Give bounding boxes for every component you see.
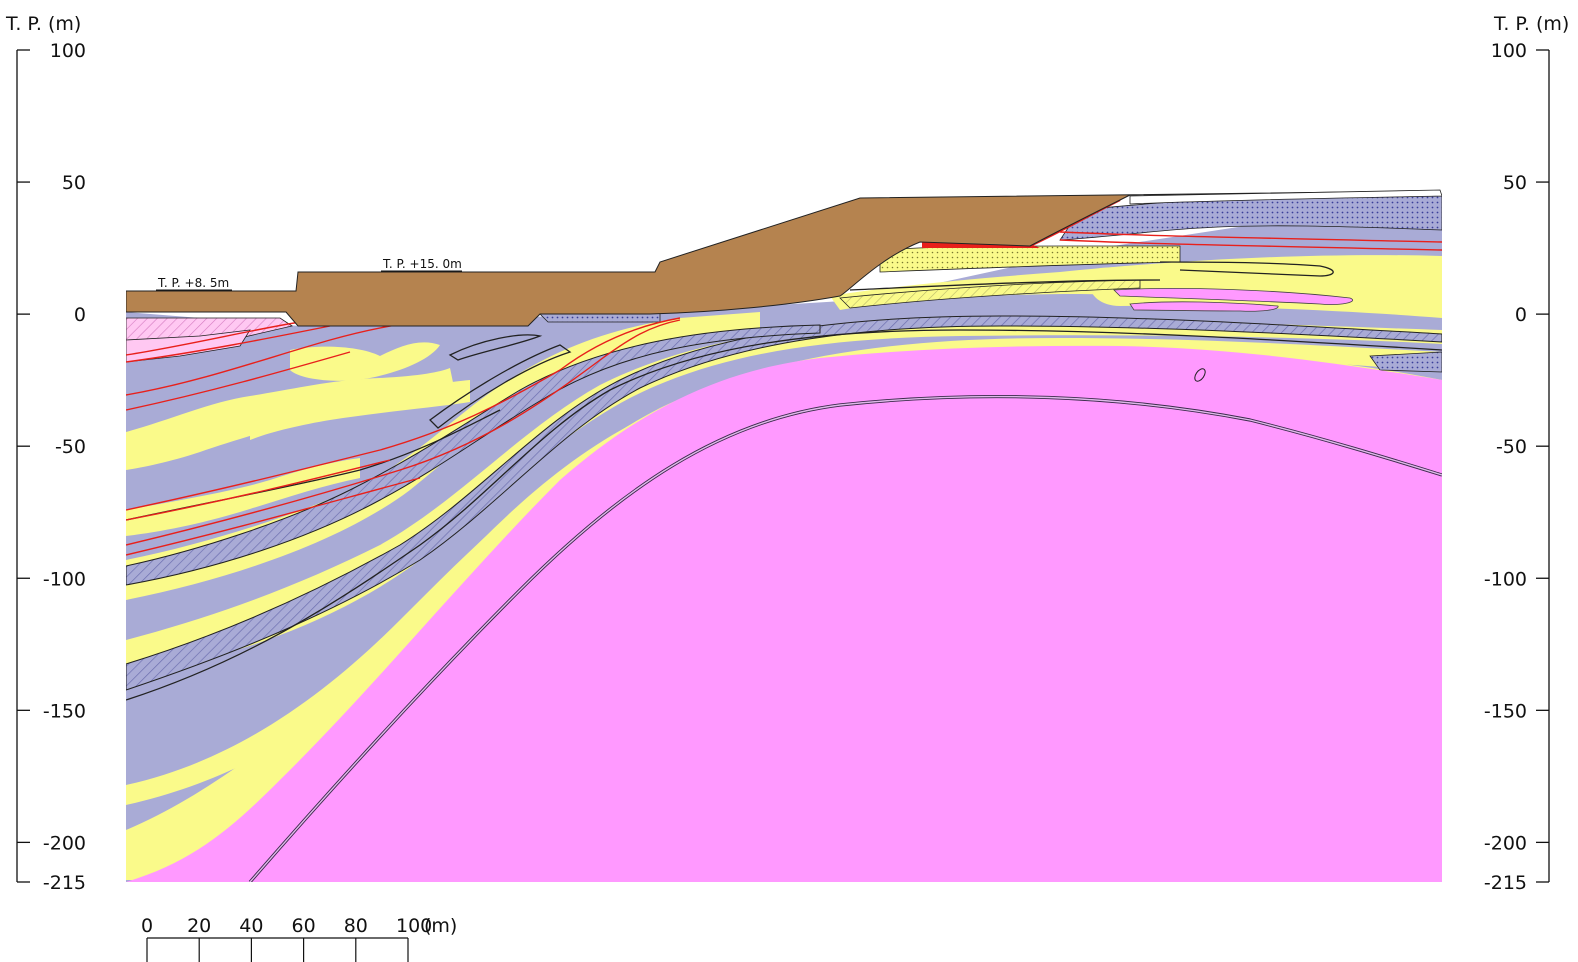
- hatched-band-1: [126, 315, 1442, 691]
- level-left-label: T. P. +8. 5m: [157, 276, 229, 290]
- left-axis-tick-label: -50: [55, 436, 86, 458]
- right-axis-tick-label: 50: [1503, 172, 1527, 194]
- level-mid-label: T. P. +15. 0m: [382, 257, 462, 271]
- hatched-band-3: [839, 279, 1141, 309]
- right-axis: T. P. (m) 100 50 0 -50 -100 -150 -200 -215: [1484, 13, 1569, 894]
- left-axis-tick-label: -100: [43, 568, 86, 590]
- right-axis-tick-label: 100: [1491, 40, 1527, 62]
- right-axis-tick-label: 0: [1515, 304, 1527, 326]
- scale-tick-label: 60: [292, 915, 316, 937]
- level-annotations: T. P. +8. 5m T. P. +15. 0m: [156, 257, 462, 291]
- sand-finger-d: [126, 458, 360, 536]
- scale-tick-label: 40: [239, 915, 263, 937]
- right-axis-tick-label: -50: [1496, 436, 1527, 458]
- left-axis-tick-label: 100: [50, 40, 86, 62]
- right-axis-unit: T. P. (m): [1493, 13, 1569, 35]
- scale-unit: (m): [424, 915, 457, 937]
- left-axis-tick-label: 50: [62, 172, 86, 194]
- right-axis-tick-label: -100: [1484, 568, 1527, 590]
- sand-finger-c: [290, 342, 440, 381]
- fill-embankment: [126, 190, 1441, 327]
- scale-tick-label: 80: [344, 915, 368, 937]
- left-axis-tick-label: -215: [43, 872, 86, 894]
- pink-lens-1: [1113, 288, 1353, 305]
- left-axis-unit: T. P. (m): [5, 13, 81, 35]
- hatched-band-2: [126, 324, 821, 586]
- right-axis-tick-label: -200: [1484, 832, 1527, 854]
- stratum-boundaries: [126, 261, 1442, 701]
- rock-hatched-seam-inner: [249, 395, 1442, 882]
- scale-bar: (m) 0 20 40 60 80 100: [141, 915, 457, 962]
- left-axis-tick-label: -200: [43, 832, 86, 854]
- basement-rock: [126, 345, 1442, 882]
- right-axis-tick-label: -150: [1484, 700, 1527, 722]
- ground-surface-gap: [1129, 189, 1442, 205]
- strata-layers: [126, 189, 1442, 882]
- scale-tick-label: 100: [396, 915, 432, 937]
- scale-tick-label: 20: [187, 915, 211, 937]
- scale-tick-label: 0: [141, 915, 153, 937]
- left-axis: T. P. (m) 100 50 0 -50 -100 -150 -200 -215: [5, 13, 86, 894]
- sand-finger-b: [250, 380, 470, 440]
- right-axis-tick-label: -215: [1484, 872, 1527, 894]
- left-axis-tick-label: 0: [74, 304, 86, 326]
- left-axis-tick-label: -150: [43, 700, 86, 722]
- dotted-clay-right: [1369, 351, 1442, 373]
- small-lens: [1194, 368, 1206, 382]
- pink-lens-2: [1129, 301, 1279, 312]
